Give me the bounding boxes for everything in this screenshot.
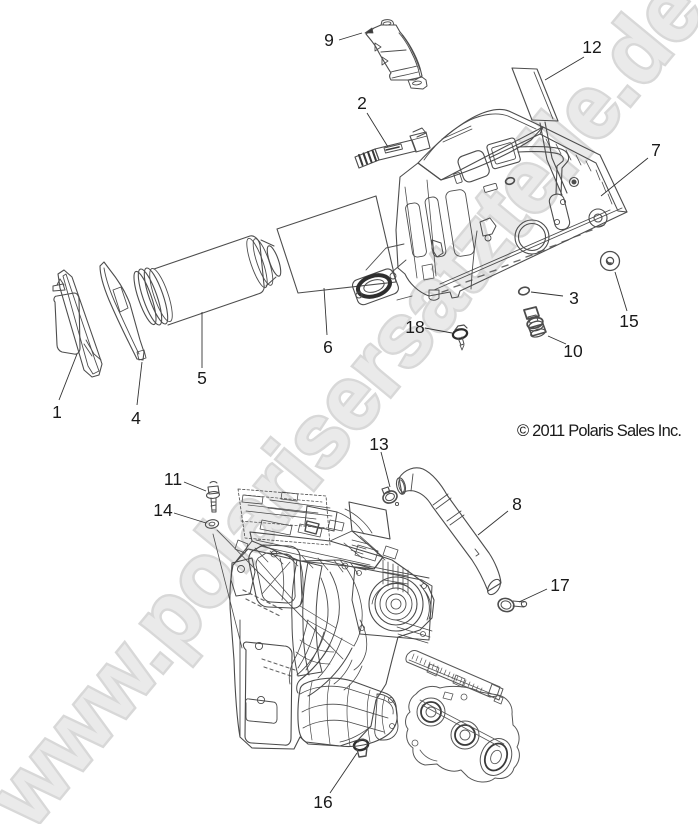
- svg-text:13: 13: [369, 434, 388, 454]
- svg-text:9: 9: [324, 30, 334, 50]
- svg-text:6: 6: [323, 337, 333, 357]
- svg-text:3: 3: [569, 288, 579, 308]
- svg-text:4: 4: [131, 408, 141, 428]
- svg-text:10: 10: [563, 341, 583, 361]
- svg-text:17: 17: [550, 575, 569, 595]
- svg-text:12: 12: [582, 37, 601, 57]
- svg-text:11: 11: [164, 469, 182, 489]
- svg-text:16: 16: [313, 792, 332, 812]
- svg-text:8: 8: [512, 494, 522, 514]
- svg-text:7: 7: [651, 140, 661, 160]
- svg-text:14: 14: [153, 500, 173, 520]
- svg-text:1: 1: [52, 402, 62, 422]
- svg-text:5: 5: [197, 368, 207, 388]
- svg-text:15: 15: [619, 311, 638, 331]
- svg-text:18: 18: [405, 317, 424, 337]
- svg-text:2: 2: [357, 93, 367, 113]
- svg-text:© 2011 Polaris Sales Inc.: © 2011 Polaris Sales Inc.: [517, 422, 682, 440]
